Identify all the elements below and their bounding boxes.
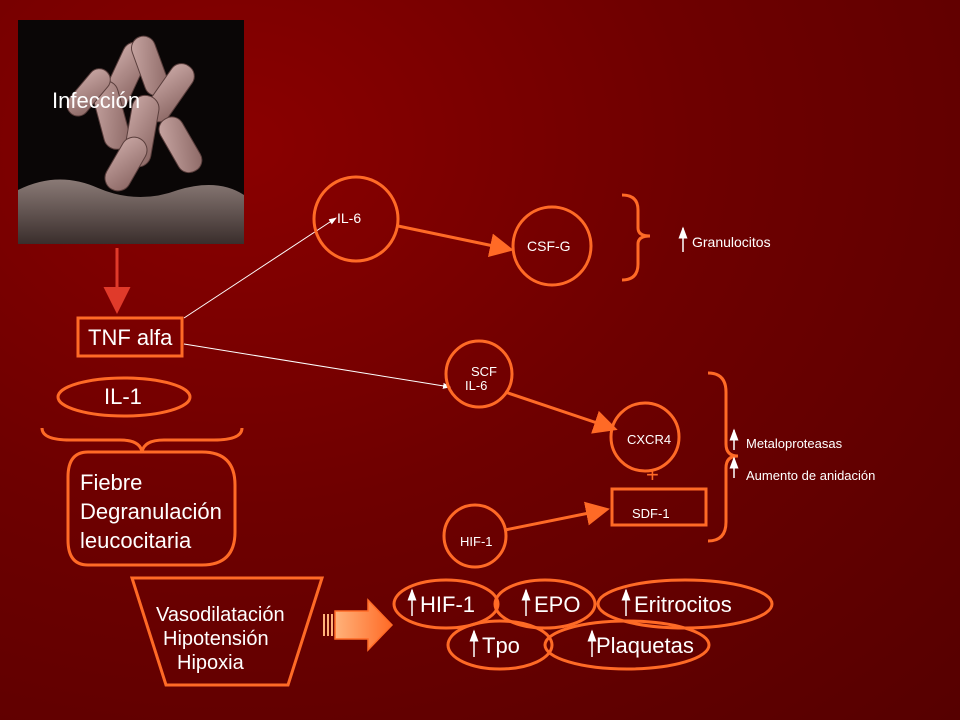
eritrocitos-label: Eritrocitos xyxy=(634,592,732,617)
symptom-leucocitaria: leucocitaria xyxy=(80,528,192,553)
il6-top-label: IL-6 xyxy=(337,210,362,226)
sdf1-box xyxy=(610,487,708,527)
epo-ellipse xyxy=(493,578,597,630)
symptoms-list: Fiebre Degranulación leucocitaria xyxy=(80,468,222,555)
cxcr4-circle xyxy=(609,401,681,473)
big-arrow xyxy=(323,598,394,652)
vasodilatacion-label: Vasodilatación xyxy=(156,604,285,626)
infection-label: Infección xyxy=(52,88,141,113)
plaquetas-ellipse xyxy=(543,619,711,671)
tpo-label: Tpo xyxy=(482,633,520,658)
granulocitos-label: Granulocitos xyxy=(692,234,771,250)
tnf-box xyxy=(76,316,184,358)
csfg-label: CSF-G xyxy=(527,238,571,254)
tpo-ellipse xyxy=(446,619,554,671)
il1-label: IL-1 xyxy=(104,384,142,409)
tnf-to-scf-arrow xyxy=(183,343,451,389)
tnf-label: TNF alfa xyxy=(88,325,173,350)
bacteria-photo xyxy=(18,20,244,244)
hif1-small-label: HIF-1 xyxy=(460,534,493,549)
il1-brace xyxy=(40,427,244,453)
hif1-ellipse xyxy=(392,578,500,630)
bacteria-illustration xyxy=(18,20,244,244)
symptoms-box xyxy=(66,450,237,567)
hif1-to-sdf1-arrow xyxy=(504,501,610,532)
il6-to-csfg-arrow xyxy=(397,224,514,258)
sdf1-label: SDF-1 xyxy=(632,506,670,521)
il6-circle xyxy=(312,175,400,263)
csfg-circle xyxy=(511,205,593,287)
il1-ellipse xyxy=(56,376,192,418)
metaloproteasas-bracket xyxy=(707,371,739,543)
il6-mid-label: IL-6 xyxy=(465,378,488,393)
vasodilatacion-trapezoid xyxy=(129,576,325,687)
scf-to-cxcr4-arrow xyxy=(504,390,618,434)
hipotension-label: Hipotensión xyxy=(163,628,269,650)
metaloproteasas-label: Metaloproteasas xyxy=(746,436,843,451)
epo-label: EPO xyxy=(534,592,581,617)
hif1-label: HIF-1 xyxy=(420,592,475,617)
plaquetas-label: Plaquetas xyxy=(596,633,694,658)
symptom-fiebre: Fiebre xyxy=(80,470,143,495)
granulocitos-bracket xyxy=(621,193,651,282)
tnf-to-il6-arrow xyxy=(183,217,337,319)
cxcr4-label: CXCR4 xyxy=(627,432,672,447)
hipoxia-label: Hipoxia xyxy=(177,652,244,674)
symptom-degranulacion: Degranulación xyxy=(80,499,222,524)
hif1-small-circle xyxy=(442,503,508,569)
scf-circle xyxy=(444,339,514,409)
scf-label: SCF xyxy=(471,364,497,379)
plus-sign: + xyxy=(646,462,659,487)
anidacion-label: Aumento de anidación xyxy=(746,468,876,483)
